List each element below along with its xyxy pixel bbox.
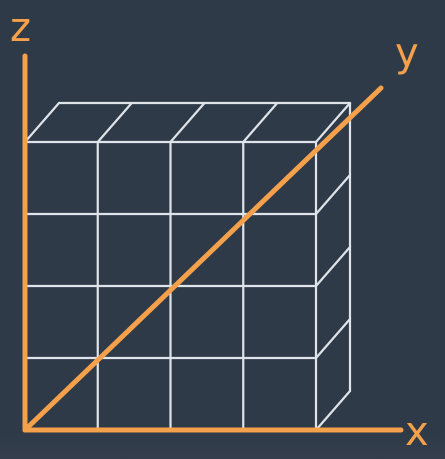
z-axis-label: z — [10, 5, 31, 51]
side-diagonal-line — [314, 173, 352, 216]
top-diagonal-line — [23, 101, 61, 144]
y-axis-label: y — [395, 30, 419, 76]
bottom-shade — [0, 431, 445, 459]
side-diagonal-line — [314, 389, 352, 432]
x-axis-label: x — [405, 409, 429, 455]
top-diagonal-line — [96, 101, 133, 144]
top-diagonal-line — [169, 101, 206, 144]
y-axis-line — [22, 85, 384, 433]
side-diagonal-line — [314, 317, 352, 360]
top-diagonal-line — [242, 101, 279, 144]
axes — [22, 53, 404, 433]
side-diagonal-line — [314, 245, 352, 288]
top-diagonal-line — [314, 101, 352, 144]
